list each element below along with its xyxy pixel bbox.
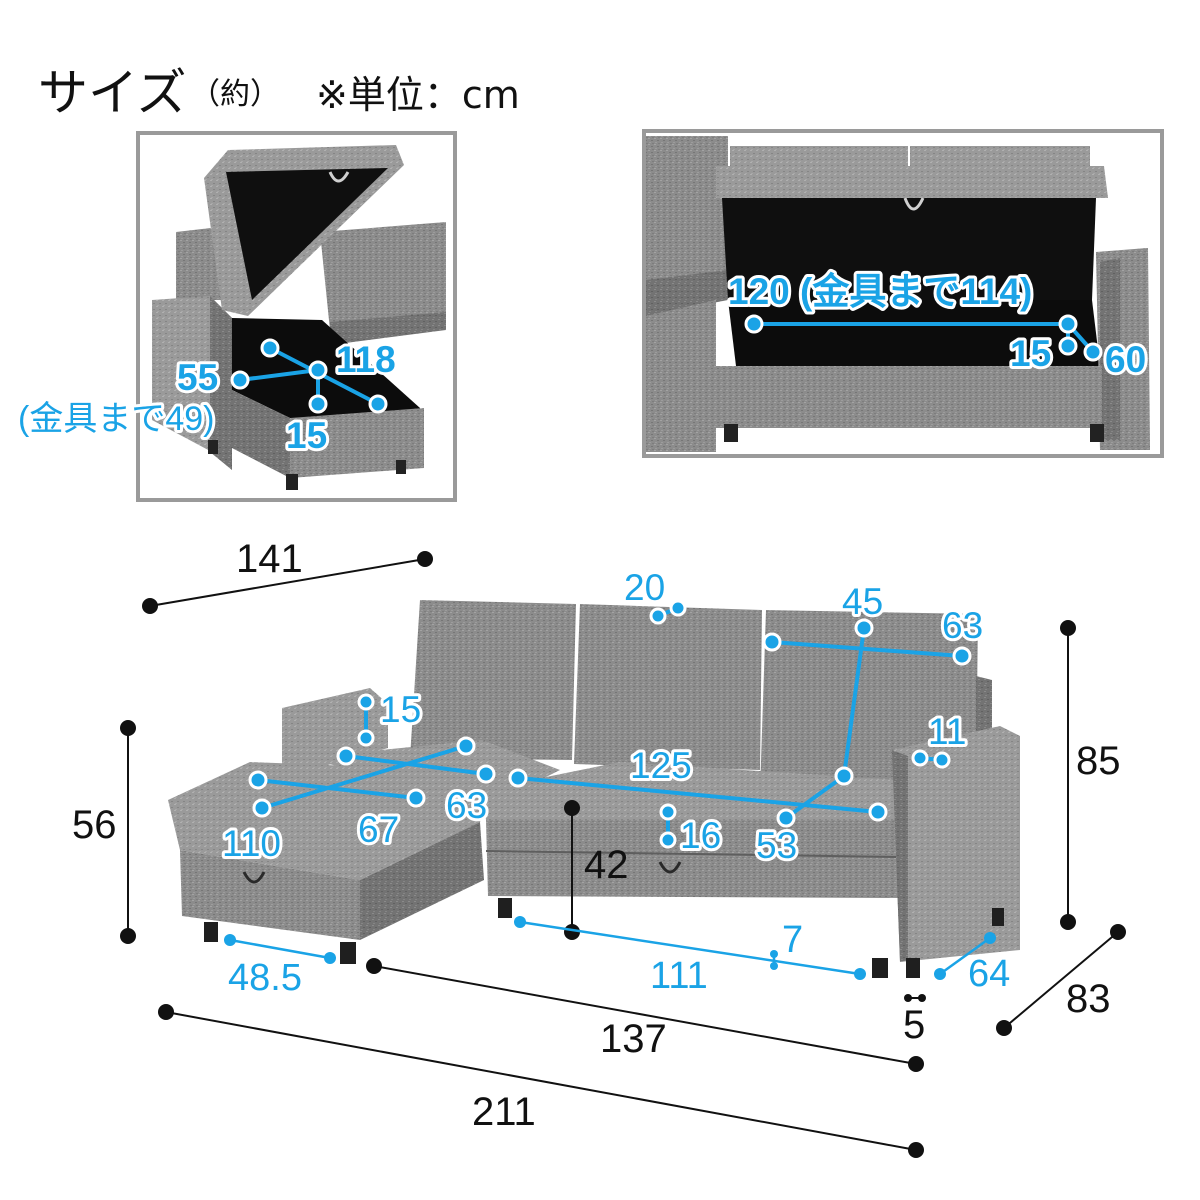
- label-67: 67: [358, 809, 399, 850]
- main-dimensions-black: 141 85 56 42 83 5 137 211: [72, 537, 1126, 1158]
- inset-left-sofa: [152, 145, 446, 490]
- title-approx: （約）: [190, 77, 280, 112]
- dim-point: [659, 803, 677, 821]
- label-63-top: 63: [942, 605, 983, 646]
- dim-point: [996, 1020, 1012, 1036]
- label-141: 141: [236, 537, 303, 581]
- dim-point: [904, 994, 912, 1002]
- dim-point: [357, 729, 375, 747]
- dim-point: [1060, 914, 1076, 930]
- dim-point: [908, 1142, 924, 1158]
- dim-point: [649, 607, 667, 625]
- label-211: 211: [472, 1090, 536, 1134]
- dim-point: [230, 370, 250, 390]
- dim-point: [368, 394, 388, 414]
- dim-point: [406, 788, 426, 808]
- dim-point: [669, 599, 687, 617]
- dim-point: [260, 338, 280, 358]
- dim-point: [252, 798, 272, 818]
- label-56: 56: [72, 803, 117, 847]
- dim-point: [770, 962, 778, 970]
- dim-point: [514, 916, 526, 928]
- dim-point: [417, 551, 433, 567]
- dim-point: [158, 1004, 174, 1020]
- dim-point: [1058, 336, 1078, 356]
- dim-point: [659, 831, 677, 849]
- dim-point: [834, 766, 854, 786]
- inset-right: 120 (金具まで114) 15 60: [642, 129, 1164, 458]
- dim-point: [1060, 620, 1076, 636]
- label-63-mid: 63: [446, 785, 487, 826]
- dim-point: [933, 751, 951, 769]
- dim-point: [308, 360, 328, 380]
- inset-left: 55 118 15 (金具まで49): [15, 131, 457, 502]
- dim-point: [357, 693, 375, 711]
- label-16: 16: [680, 815, 721, 856]
- dim-point: [248, 770, 268, 790]
- dim-point: [456, 736, 476, 756]
- dim-point: [908, 1056, 924, 1072]
- label-53: 53: [756, 825, 797, 866]
- dim-point: [854, 618, 874, 638]
- dim-point: [366, 958, 382, 974]
- dim-point: [336, 746, 356, 766]
- dim-point: [308, 394, 328, 414]
- label-64: 64: [968, 953, 1010, 995]
- dim-point: [120, 720, 136, 736]
- label-11: 11: [928, 711, 966, 752]
- dim-point: [324, 952, 336, 964]
- dim-point: [854, 968, 866, 980]
- label-110: 110: [222, 823, 281, 864]
- label-20: 20: [624, 567, 665, 608]
- label-85: 85: [1076, 739, 1121, 783]
- dim-point: [564, 800, 580, 816]
- label-137: 137: [600, 1017, 667, 1061]
- label-111: 111: [650, 955, 708, 997]
- label-48-5: 48.5: [228, 957, 302, 999]
- label-42: 42: [584, 843, 629, 887]
- dim-point: [744, 314, 764, 334]
- dim-point: [476, 764, 496, 784]
- label-60: 60: [1105, 339, 1146, 380]
- label-83: 83: [1066, 977, 1111, 1021]
- dim-point: [984, 932, 996, 944]
- dim-point: [1110, 924, 1126, 940]
- label-120: 120 (金具まで114): [728, 270, 1032, 312]
- label-55: 55: [177, 357, 218, 398]
- inset-right-dimensions: 120 (金具まで114) 15 60: [725, 267, 1149, 383]
- dim-point: [952, 646, 972, 666]
- title-main: サイズ: [38, 64, 187, 122]
- main-dimensions-blue: 20 45 63 53 11 125 15: [219, 564, 1010, 999]
- label-125: 125: [630, 745, 692, 786]
- dim-point: [868, 802, 888, 822]
- label-5: 5: [903, 1003, 925, 1047]
- dim-point: [762, 632, 782, 652]
- label-118: 118: [336, 339, 396, 380]
- dim-point: [1058, 314, 1078, 334]
- dim-point: [934, 968, 946, 980]
- label-15-main: 15: [380, 689, 421, 730]
- dim-point: [770, 950, 778, 958]
- label-15-right: 15: [1010, 333, 1051, 374]
- title-unit: ※単位：cm: [316, 73, 520, 117]
- label-45: 45: [842, 581, 883, 622]
- main-sofa: [168, 600, 1020, 978]
- inset-left-dimensions: 55 118 15 (金具まで49): [15, 336, 399, 459]
- dim-point: [918, 994, 926, 1002]
- dim-point: [911, 749, 929, 767]
- dim-point: [776, 808, 796, 828]
- dim-point: [120, 928, 136, 944]
- dim-point: [142, 598, 158, 614]
- page-title: サイズ （約） ※単位：cm: [38, 64, 520, 122]
- dim-point: [224, 934, 236, 946]
- dim-point: [1083, 342, 1103, 362]
- label-note-49: (金具まで49): [18, 400, 214, 438]
- dim-point: [564, 924, 580, 940]
- dim-point: [508, 768, 528, 788]
- inset-right-sofa: [646, 136, 1150, 452]
- label-7: 7: [782, 919, 803, 961]
- label-15: 15: [286, 415, 327, 456]
